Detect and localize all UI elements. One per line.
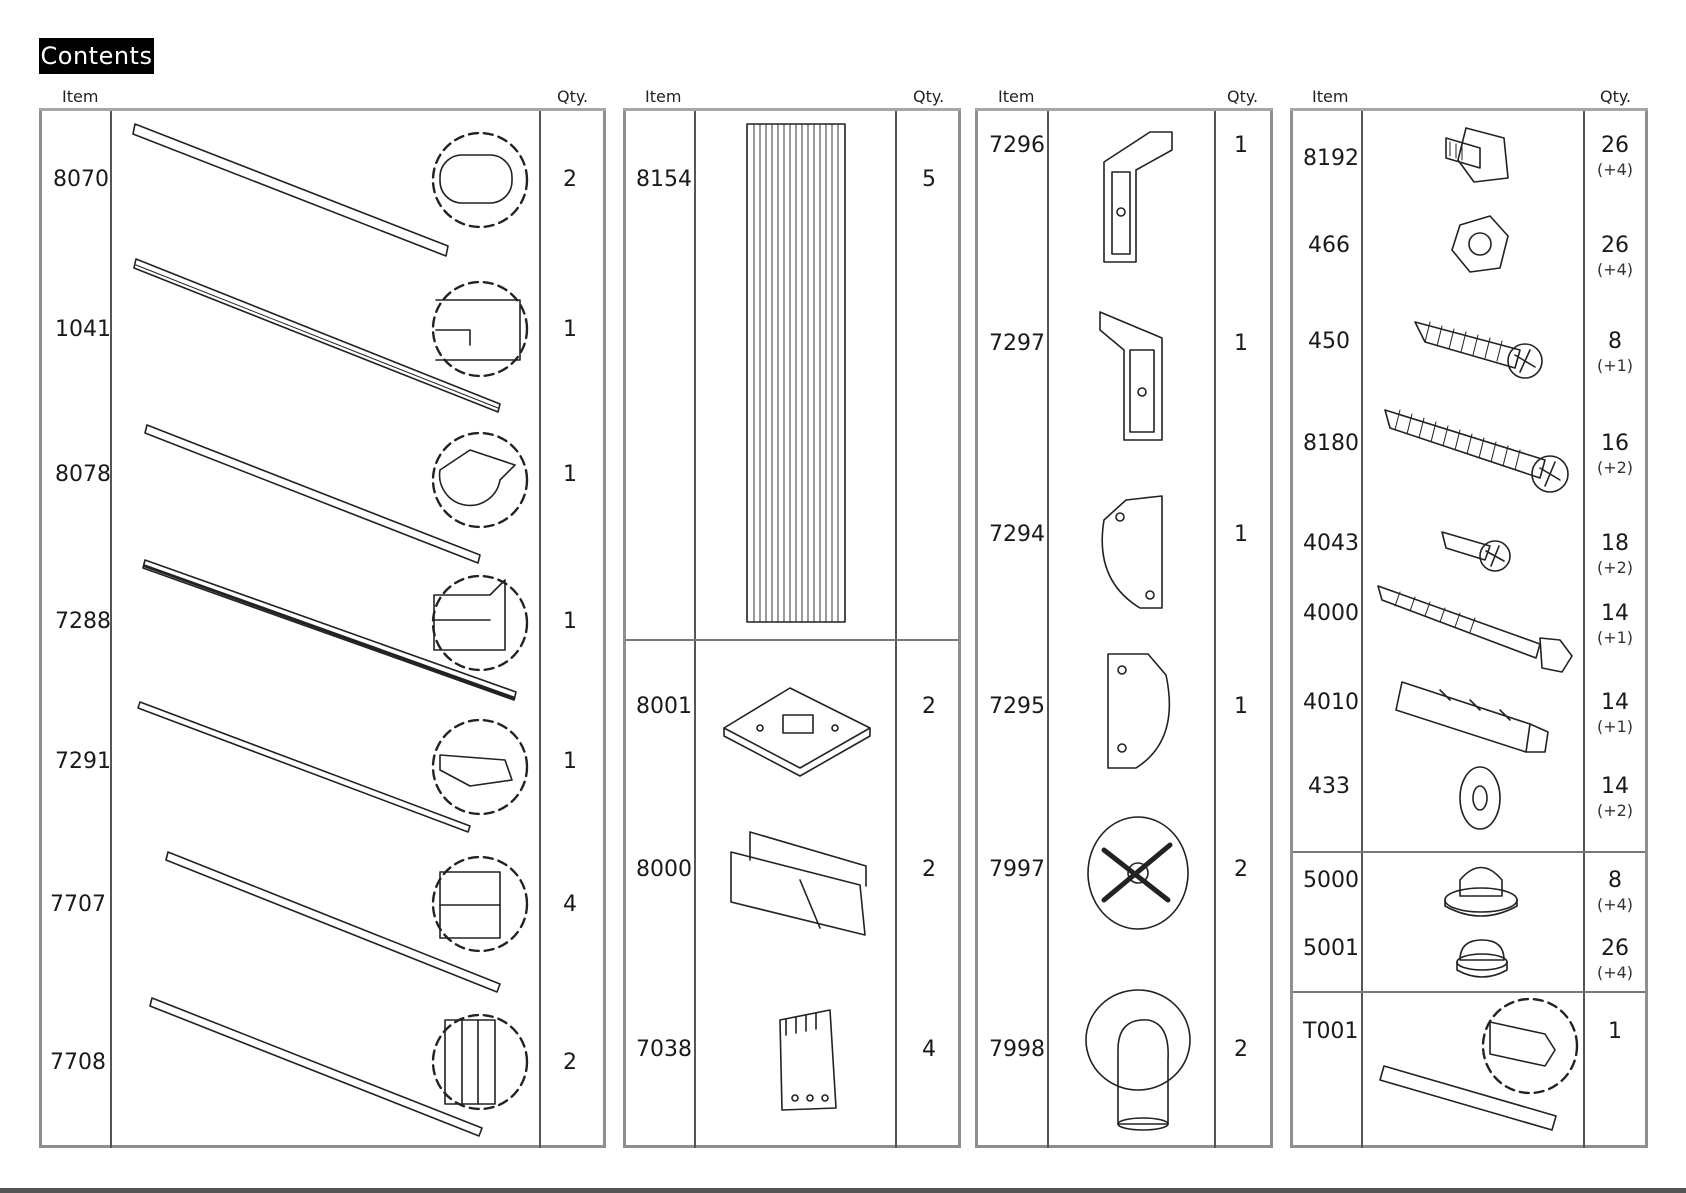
- corner-7297-icon: [1100, 312, 1162, 440]
- profile-7707-icon: [166, 852, 527, 992]
- profile-1041-icon: [134, 259, 527, 412]
- profile-8078-icon: [145, 425, 527, 563]
- profile-8070-icon: [133, 124, 527, 256]
- nut-466-icon: [1452, 216, 1508, 272]
- screw-8180-icon: [1385, 410, 1568, 492]
- base-plate-8001-icon: [724, 688, 870, 776]
- bolt-8192-icon: [1446, 128, 1508, 182]
- tool-t001-icon: [1380, 999, 1577, 1130]
- footer-rule: [0, 1188, 1686, 1193]
- foot-5000-icon: [1445, 868, 1517, 917]
- bracket-7038-icon: [780, 1010, 836, 1110]
- profile-7708-icon: [150, 998, 527, 1136]
- channel-8000-icon: [731, 832, 866, 935]
- profile-7288-icon: [143, 560, 527, 700]
- washer-433-icon: [1460, 767, 1500, 829]
- corner-7296-icon: [1104, 132, 1172, 262]
- screw-4043-icon: [1442, 532, 1510, 571]
- round-cap-7997-icon: [1088, 817, 1188, 929]
- end-cap-7294-icon: [1102, 496, 1162, 608]
- panel-8154-icon: [747, 124, 845, 622]
- end-cap-7295-icon: [1108, 654, 1169, 768]
- screw-450-icon: [1415, 322, 1542, 378]
- lag-bolt-4000-icon: [1378, 586, 1572, 672]
- foot-5001-icon: [1457, 940, 1507, 977]
- profile-7291-icon: [138, 702, 527, 832]
- leg-cap-7998-icon: [1086, 990, 1190, 1130]
- anchor-4010-icon: [1396, 682, 1548, 752]
